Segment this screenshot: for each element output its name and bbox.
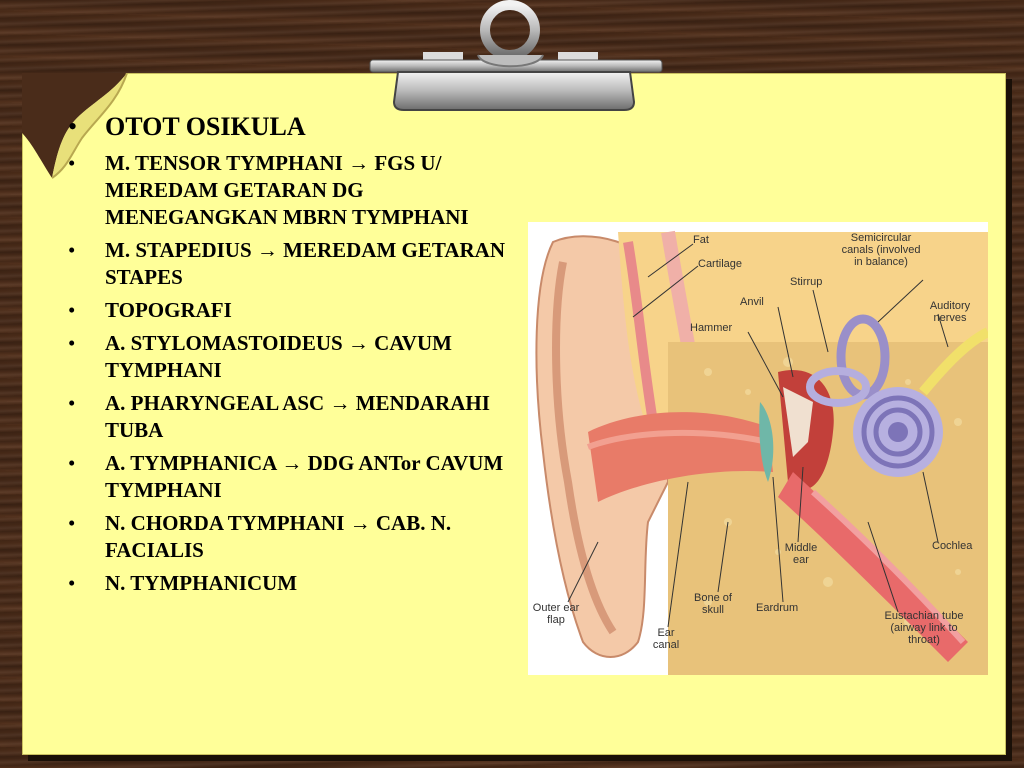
label-cartilage: Cartilage xyxy=(698,258,743,270)
label-ear-canal: Ear canal xyxy=(652,627,680,651)
label-auditory-nerves: Auditory nerves xyxy=(929,300,971,324)
label-eardrum: Eardrum xyxy=(756,602,799,614)
bullet-item: OTOT OSIKULA xyxy=(68,110,508,144)
label-fat: Fat xyxy=(693,234,709,246)
bullet-item: M. STAPEDIUS → MEREDAM GETARAN STAPES xyxy=(68,237,508,291)
bullet-item: N. CHORDA TYMPHANI → CAB. N. FACIALIS xyxy=(68,510,508,564)
label-anvil: Anvil xyxy=(740,296,764,308)
bullet-item: M. TENSOR TYMPHANI → FGS U/ MEREDAM GETA… xyxy=(68,150,508,231)
clipboard-clip xyxy=(368,0,668,117)
bullet-item: A. PHARYNGEAL ASC → MENDARAHI TUBA xyxy=(68,390,508,444)
label-hammer: Hammer xyxy=(690,322,733,334)
bullet-item: TOPOGRAFI xyxy=(68,297,508,324)
bullet-item: A. STYLOMASTOIDEUS → CAVUM TYMPHANI xyxy=(68,330,508,384)
label-stirrup: Stirrup xyxy=(790,276,823,288)
label-semicircular-canals: Semicircular canals (involved in balance… xyxy=(841,232,921,268)
label-outer-ear-flap: Outer ear flap xyxy=(532,602,580,626)
ear-illustration xyxy=(535,230,991,675)
ear-anatomy-diagram: Fat Cartilage Stirrup Semicircular canal… xyxy=(528,222,991,675)
bullet-item: N. TYMPHANICUM xyxy=(68,570,508,597)
label-middle-ear: Middle ear xyxy=(784,542,818,566)
label-eustachian-tube: Eustachian tube (airway link to throat) xyxy=(884,610,964,646)
bullet-list: OTOT OSIKULA M. TENSOR TYMPHANI → FGS U/… xyxy=(68,110,508,603)
label-bone-of-skull: Bone of skull xyxy=(694,592,732,616)
bullet-item: A. TYMPHANICA → DDG ANTor CAVUM TYMPHANI xyxy=(68,450,508,504)
label-cochlea: Cochlea xyxy=(932,540,973,552)
